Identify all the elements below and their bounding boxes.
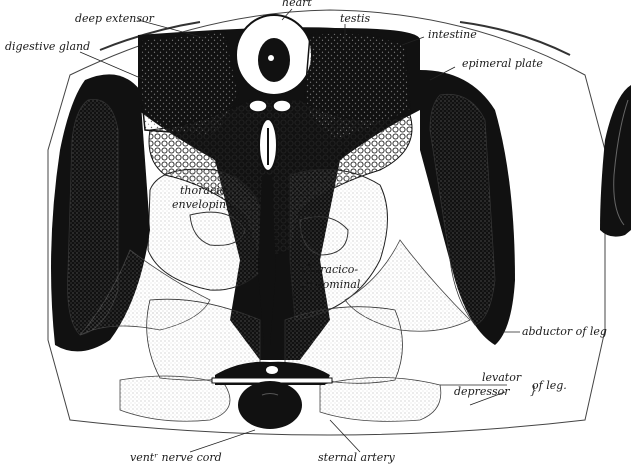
vessel-right: [273, 100, 291, 112]
lower-lobe-right: [320, 378, 441, 422]
label-digestive-gland: digestive gland: [5, 40, 90, 53]
label-thoracic-line2: enveloping: [172, 198, 233, 211]
label-heart: heart: [282, 0, 312, 9]
label-thoracico-line2: abdominal: [302, 278, 361, 291]
heart: [258, 38, 290, 82]
label-sternal-artery: sternal artery: [318, 451, 395, 464]
label-ventral-nerve-cord: ventʳ nerve cord: [130, 451, 222, 464]
label-intestine: intestine: [428, 28, 477, 41]
label-depressor: depressor: [454, 385, 510, 398]
sternal-vessel: [266, 366, 278, 374]
label-of-leg: of leg.: [532, 379, 567, 392]
label-levator: levator: [482, 371, 522, 384]
ventral-nerve-cord: [238, 381, 302, 429]
heart-hole: [268, 55, 274, 61]
label-thoracic-line1: thoracic: [180, 184, 226, 197]
brace: }: [530, 384, 537, 397]
label-thoracico-line1: thoracico-: [302, 263, 358, 276]
label-deep-extensor: deep extensor: [75, 12, 155, 25]
label-testis: testis: [340, 12, 371, 25]
label-abductor-of-leg: abductor of leg: [522, 325, 607, 338]
vessel-left: [249, 100, 267, 112]
label-epimeral-plate: epimeral plate: [462, 57, 543, 70]
